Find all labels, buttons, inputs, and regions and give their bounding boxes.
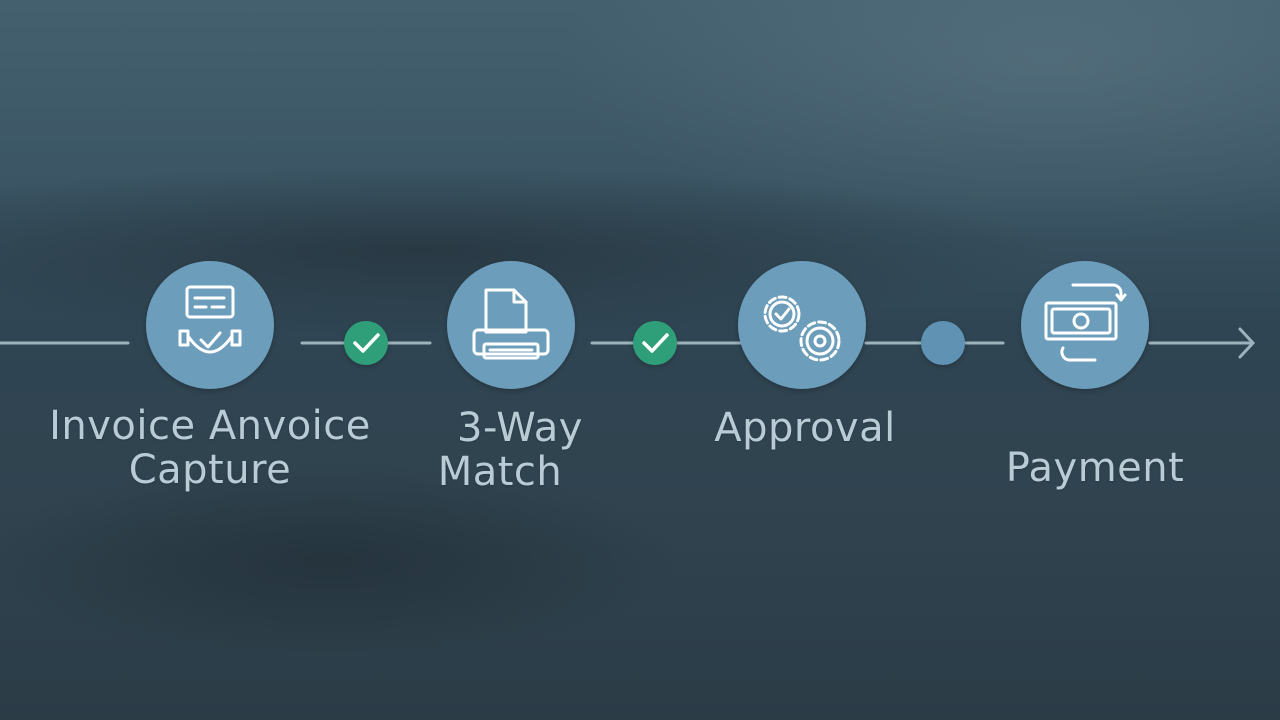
- check-icon: [344, 321, 388, 365]
- step-label-line: Capture: [128, 447, 292, 493]
- step-node-payment: [1021, 261, 1149, 389]
- step-label-invoice-capture: Invoice Anvoice Capture: [10, 404, 410, 492]
- connector-status-3: [921, 321, 965, 365]
- step-label-line: Match: [437, 449, 563, 495]
- connector-status-2: [633, 321, 677, 365]
- step-label-payment: Payment: [945, 446, 1245, 490]
- invoice-scan-icon: [178, 285, 242, 354]
- step-node-approval: [738, 261, 866, 389]
- connector-status-1: [344, 321, 388, 365]
- gears-check-icon: [763, 295, 841, 362]
- dot-icon: [921, 321, 965, 365]
- step-label-line: Approval: [714, 405, 896, 451]
- printer-document-icon: [472, 288, 550, 360]
- step-label-approval: Approval: [655, 406, 955, 450]
- step-label-line: Payment: [1005, 445, 1185, 491]
- step-node-invoice-capture: [146, 261, 274, 389]
- check-icon: [633, 321, 677, 365]
- step-label-line: 3-Way: [457, 405, 583, 451]
- step-node-3-way-match: [447, 261, 575, 389]
- arrow-head-icon: [1238, 327, 1256, 359]
- step-label-3-way-match: 3-Way Match: [400, 406, 610, 494]
- step-label-line: Invoice Anvoice: [49, 403, 371, 449]
- banknote-transfer-icon: [1044, 283, 1127, 362]
